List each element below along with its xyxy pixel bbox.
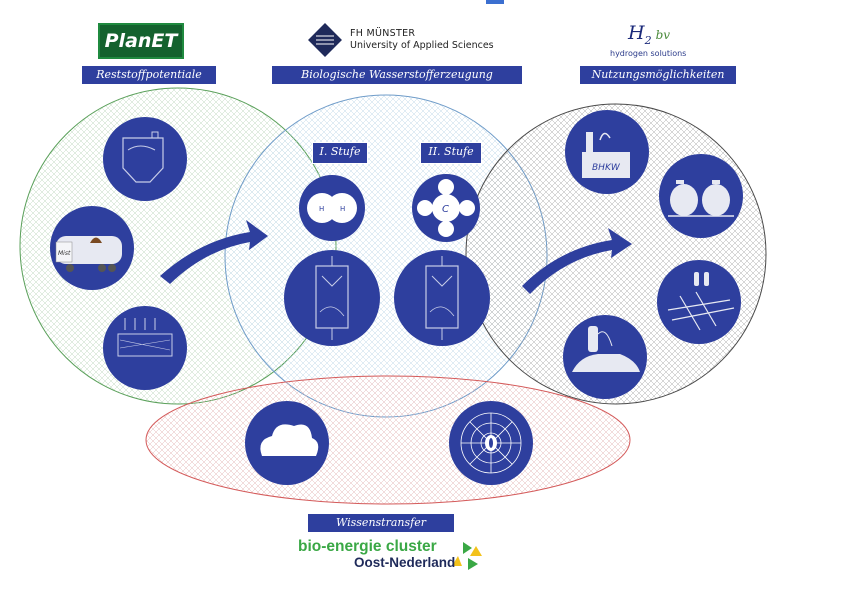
h2-tagline: hydrogen solutions [610,49,687,58]
arrow-center-to-right [522,228,632,294]
stage-2-tag: II. Stufe [420,142,482,164]
h2-bv: bv [655,28,671,42]
fh-subtitle: University of Applied Sciences [350,40,494,51]
cloud-icon [245,401,329,485]
heading-reststoffpotentiale: Reststoffpotentiale [82,66,216,84]
bhkw-label: BHKW [592,163,621,173]
c-label: C [442,204,449,215]
chp-plant-icon: BHKW [565,110,649,194]
network-icon [449,401,533,485]
arrow-left-to-center [160,220,268,284]
h2-letter: H [628,22,645,44]
bec-logo-mark [452,542,482,570]
planet-logo: PlanET [98,23,184,59]
silo-icon [103,117,187,201]
reactor-stage2-icon [394,250,490,346]
methane-molecule-icon: C [412,174,480,242]
fh-muenster-logo: FH MÜNSTER University of Applied Science… [310,26,500,56]
gas-grid-icon [657,260,741,344]
fh-name: FH MÜNSTER [350,28,416,39]
bec-line2: Oost-Nederland [354,555,456,570]
truck-label: Mist [58,250,71,257]
manure-truck-icon: Mist [50,206,134,290]
bio-energie-cluster-logo: bio-energie cluster Oost-Nederland [298,538,488,574]
gas-tanks-icon [659,154,743,238]
h-label-2: H [340,205,345,213]
fuel-cell-car-icon [563,315,647,399]
hydrogen-molecule-icon: H H [299,175,365,241]
bec-line1: bio-energie cluster [298,538,437,555]
heading-biologische-wasserstofferzeugung: Biologische Wasserstofferzeugung [272,66,522,84]
heading-nutzungsmoeglichkeiten: Nutzungsmöglichkeiten [580,66,736,84]
bottom-ellipse [145,375,631,505]
h-label-1: H [319,205,324,213]
substrate-layer-icon [103,306,187,390]
stage-1-tag: I. Stufe [312,142,368,164]
h2-digit: 2 [644,33,652,47]
heading-wissenstransfer: Wissenstransfer [308,514,454,532]
top-decoration [486,0,504,4]
reactor-stage1-icon [284,250,380,346]
